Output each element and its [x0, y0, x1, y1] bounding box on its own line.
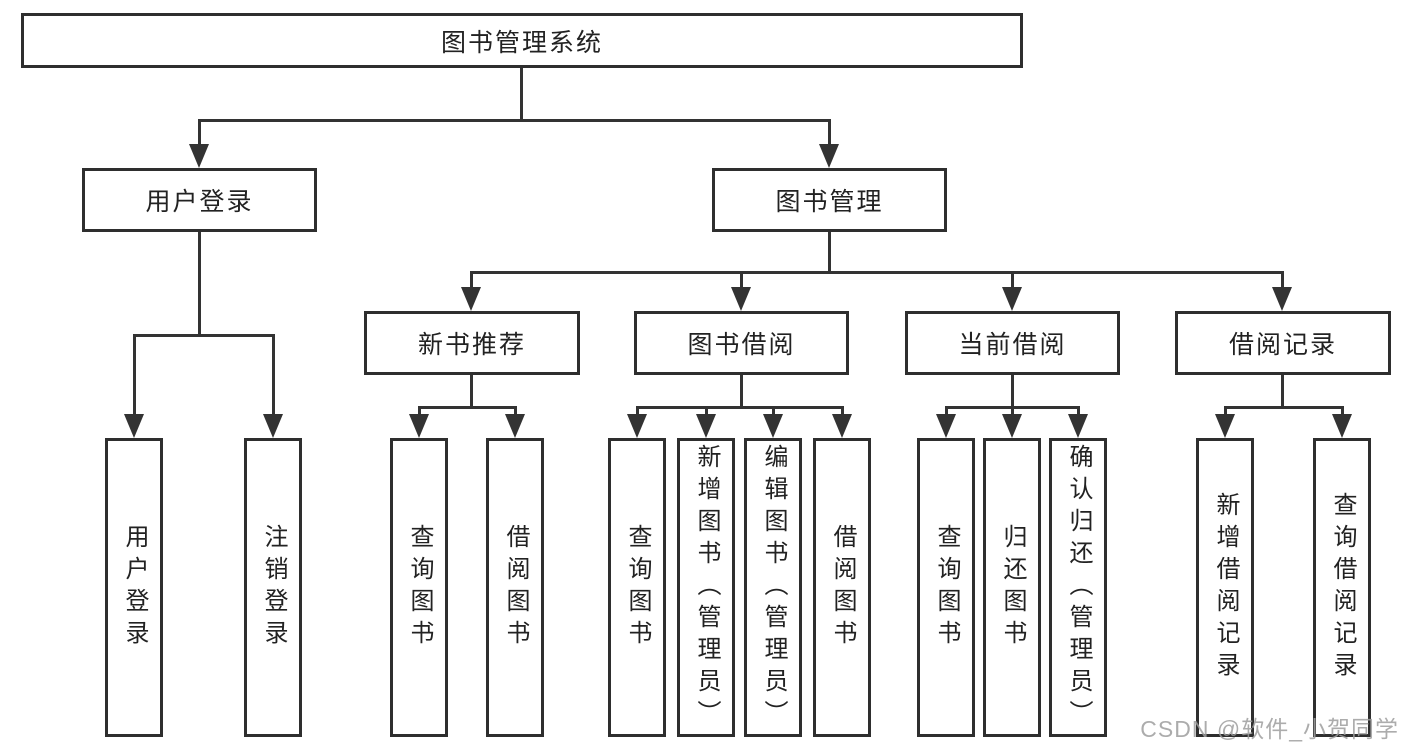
arrow-head-down	[936, 414, 956, 438]
leaf-label: 编辑图书（管理员）	[760, 443, 787, 732]
leaf-return-books: 归还图书	[983, 438, 1041, 737]
connector-line	[1011, 271, 1014, 290]
leaf-query-books-current: 查询图书	[917, 438, 975, 737]
connector-line	[1281, 375, 1284, 409]
arrow-head-down	[1272, 287, 1292, 311]
leaf-query-books-borrow: 查询图书	[608, 438, 666, 737]
connector-line	[198, 119, 831, 122]
arrow-head-down	[832, 414, 852, 438]
arrow-head-down	[696, 414, 716, 438]
node-book-borrow: 图书借阅	[634, 311, 849, 375]
arrow-head-down	[1068, 414, 1088, 438]
arrow-head-down	[627, 414, 647, 438]
connector-line	[198, 119, 201, 148]
arrow-head-down	[461, 287, 481, 311]
connector-line	[133, 334, 136, 417]
leaf-label: 借阅图书	[502, 523, 529, 652]
leaf-label: 查询借阅记录	[1329, 491, 1356, 684]
leaf-label: 归还图书	[999, 523, 1026, 652]
connector-line	[470, 271, 473, 290]
node-label: 借阅记录	[1228, 331, 1337, 359]
leaf-borrow-books-recommend: 借阅图书	[486, 438, 544, 737]
node-book-management: 图书管理	[712, 168, 947, 232]
connector-line	[828, 232, 831, 274]
leaf-label: 查询图书	[406, 523, 433, 652]
node-label: 图书借阅	[687, 331, 796, 359]
node-label: 图书管理	[775, 188, 884, 216]
arrow-head-down	[1002, 414, 1022, 438]
arrow-head-down	[505, 414, 525, 438]
leaf-add-borrow-record: 新增借阅记录	[1196, 438, 1254, 737]
leaf-user-login: 用户登录	[105, 438, 163, 737]
leaf-query-borrow-record: 查询借阅记录	[1313, 438, 1371, 737]
connector-line	[828, 119, 831, 148]
arrow-head-down	[263, 414, 283, 438]
node-library-management-system: 图书管理系统	[21, 13, 1023, 68]
connector-line	[1224, 406, 1344, 409]
csdn-watermark: CSDN @软件_小贺同学	[1140, 716, 1399, 742]
connector-line	[470, 271, 1284, 274]
connector-line	[418, 406, 517, 409]
leaf-add-books-admin: 新增图书（管理员）	[677, 438, 735, 737]
connector-line	[1077, 406, 1080, 417]
connector-line	[1341, 406, 1344, 417]
leaf-label: 借阅图书	[829, 523, 856, 652]
node-current-borrow: 当前借阅	[905, 311, 1120, 375]
connector-line	[198, 232, 201, 337]
connector-line	[705, 406, 708, 417]
arrow-head-down	[124, 414, 144, 438]
leaf-label: 查询图书	[933, 523, 960, 652]
leaf-label: 确认归还（管理员）	[1065, 443, 1092, 732]
connector-line	[636, 406, 844, 409]
connector-line	[740, 375, 743, 409]
connector-line	[772, 406, 775, 417]
leaf-label: 用户登录	[121, 523, 148, 652]
leaf-borrow-books: 借阅图书	[813, 438, 871, 737]
leaf-edit-books-admin: 编辑图书（管理员）	[744, 438, 802, 737]
arrow-head-down	[763, 414, 783, 438]
node-borrow-records: 借阅记录	[1175, 311, 1391, 375]
leaf-confirm-return-admin: 确认归还（管理员）	[1049, 438, 1107, 737]
arrow-head-down	[189, 144, 209, 168]
connector-line	[272, 334, 275, 417]
connector-line	[1224, 406, 1227, 417]
node-label: 图书管理系统	[440, 28, 603, 57]
arrow-head-down	[819, 144, 839, 168]
node-label: 当前借阅	[958, 331, 1067, 359]
node-label: 新书推荐	[417, 331, 526, 359]
connector-line	[740, 271, 743, 290]
leaf-query-books-recommend: 查询图书	[390, 438, 448, 737]
node-user-login: 用户登录	[82, 168, 317, 232]
arrow-head-down	[1215, 414, 1235, 438]
leaf-label: 注销登录	[260, 523, 287, 652]
arrow-head-down	[731, 287, 751, 311]
leaf-label: 查询图书	[624, 523, 651, 652]
leaf-label: 新增借阅记录	[1212, 491, 1239, 684]
connector-line	[133, 334, 274, 337]
node-label: 用户登录	[145, 188, 254, 216]
connector-line	[1011, 406, 1014, 417]
leaf-logout: 注销登录	[244, 438, 302, 737]
connector-line	[418, 406, 421, 417]
connector-line	[514, 406, 517, 417]
arrow-head-down	[409, 414, 429, 438]
connector-line	[520, 68, 523, 122]
leaf-label: 新增图书（管理员）	[693, 443, 720, 732]
connector-line	[636, 406, 639, 417]
connector-line	[1011, 375, 1014, 409]
connector-line	[1281, 271, 1284, 290]
connector-line	[945, 406, 948, 417]
connector-line	[841, 406, 844, 417]
arrow-head-down	[1332, 414, 1352, 438]
connector-line	[470, 375, 473, 409]
node-new-book-recommend: 新书推荐	[364, 311, 580, 375]
arrow-head-down	[1002, 287, 1022, 311]
